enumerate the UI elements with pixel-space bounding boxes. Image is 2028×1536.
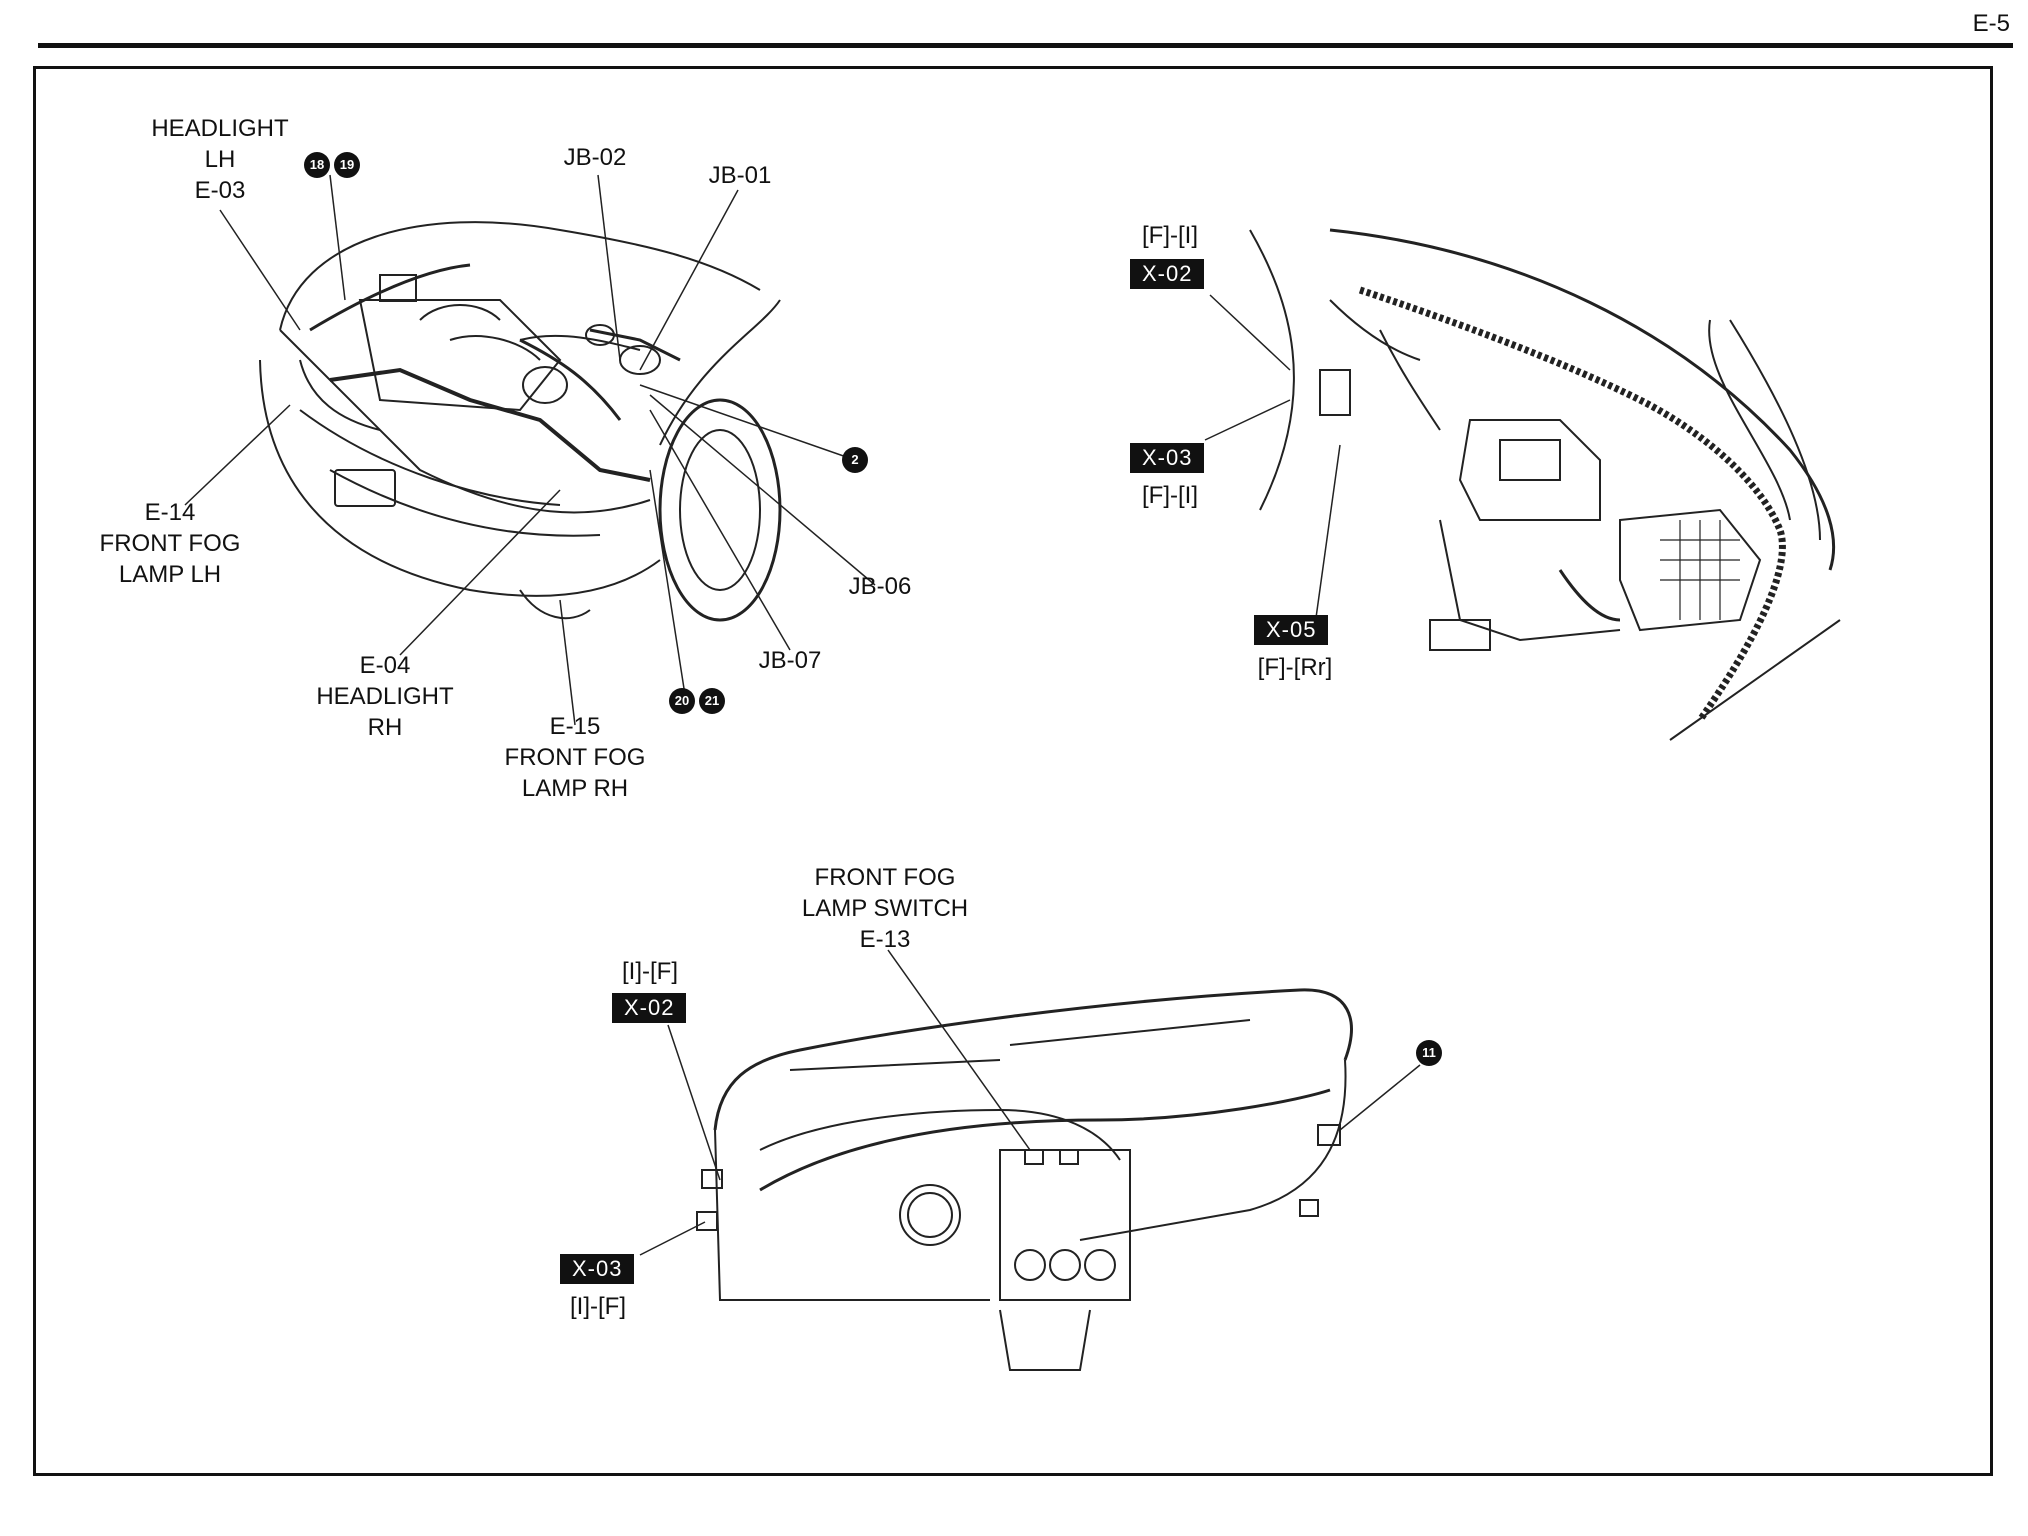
tag-dash-x02: X-02	[612, 993, 687, 1023]
label-jb07: JB-07	[758, 647, 822, 674]
page-number: E-5	[1972, 10, 2010, 37]
fog-rh-line1: E-15	[549, 713, 601, 740]
label-front-fog-lamp-switch: FRONT FOG LAMP SWITCH E-13	[775, 862, 995, 955]
tag-cowl-x03: X-03	[1130, 443, 1205, 473]
label-front-fog-lamp-lh: E-14 FRONT FOG LAMP LH	[85, 497, 255, 590]
fog-switch-line3: E-13	[859, 926, 911, 953]
ground-point-2: 2	[842, 447, 868, 473]
ground-point-19: 19	[334, 152, 360, 178]
engine-bay-leaders	[184, 174, 876, 726]
fog-lh-line1: E-14	[144, 499, 196, 526]
label-jb01: JB-01	[708, 162, 772, 189]
headlight-rh-line2: HEADLIGHT	[316, 683, 454, 710]
cowl-drawing	[1249, 228, 1841, 741]
fog-lh-line2: FRONT FOG	[99, 530, 241, 557]
tag-cowl-x02: X-02	[1130, 259, 1205, 289]
fog-switch-line2: LAMP SWITCH	[801, 895, 969, 922]
ground-point-18: 18	[304, 152, 330, 178]
fog-rh-line3: LAMP RH	[521, 775, 629, 802]
dashboard-leaders	[639, 949, 1421, 1256]
label-headlight-rh: E-04 HEADLIGHT RH	[300, 650, 470, 743]
label-headlight-lh: HEADLIGHT LH E-03	[130, 113, 310, 206]
cowl-leaders	[1204, 294, 1341, 626]
headlight-lh-line1: HEADLIGHT	[151, 115, 289, 142]
tag-dash-x03: X-03	[560, 1254, 635, 1284]
fog-lh-line3: LAMP LH	[118, 561, 222, 588]
label-jb02: JB-02	[563, 144, 627, 171]
tag-cowl-x05: X-05	[1254, 615, 1329, 645]
dashboard-drawing	[696, 988, 1353, 1371]
fog-switch-line1: FRONT FOG	[814, 864, 956, 891]
label-cowl-x05-side: [F]-[Rr]	[1257, 654, 1333, 681]
ground-point-20: 20	[669, 688, 695, 714]
headlight-rh-line1: E-04	[359, 652, 411, 679]
header-rule	[38, 43, 2013, 48]
label-cowl-x03-side: [F]-[I]	[1142, 482, 1198, 509]
headlight-lh-line3: E-03	[194, 177, 246, 204]
diagram-frame	[33, 66, 1993, 1476]
label-front-fog-lamp-rh: E-15 FRONT FOG LAMP RH	[490, 711, 660, 804]
label-dash-x02-side: [I]-[F]	[622, 958, 678, 985]
label-dash-x03-side: [I]-[F]	[570, 1293, 626, 1320]
label-cowl-x02-side: [F]-[I]	[1142, 222, 1198, 249]
headlight-rh-line3: RH	[367, 714, 403, 741]
headlight-lh-line2: LH	[204, 146, 236, 173]
ground-point-11: 11	[1416, 1040, 1442, 1066]
ground-point-21: 21	[699, 688, 725, 714]
engine-bay-drawing	[259, 221, 782, 622]
label-jb06: JB-06	[848, 573, 912, 600]
fog-rh-line2: FRONT FOG	[504, 744, 646, 771]
